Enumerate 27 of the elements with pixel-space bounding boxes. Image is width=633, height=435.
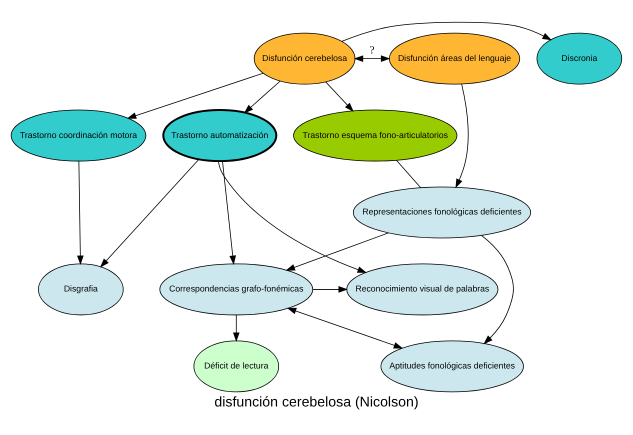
edge-label: ?: [370, 44, 375, 56]
arrow: [100, 158, 200, 268]
node-ellipse: Trastorno coordinación motora: [10, 109, 146, 161]
arrow: [286, 307, 404, 348]
node-ellipse: Disfunción cerebelosa: [254, 32, 356, 84]
node-ellipse: Disfunción áreas del lenguaje: [388, 32, 520, 84]
arrow: [233, 314, 240, 342]
arrow: [354, 54, 390, 62]
arrow: [244, 80, 281, 113]
node-ellipse: Disgrafia: [38, 263, 124, 315]
connector: [396, 160, 422, 188]
arrow: [455, 83, 469, 188]
node-ellipse: Déficit de lectura: [194, 340, 280, 392]
arrow: [325, 80, 354, 112]
arrow: [341, 21, 552, 42]
arrow: [222, 160, 236, 265]
arrow: [312, 286, 348, 292]
arrow: [218, 160, 367, 272]
node-ellipse: Reconocimiento visual de palabras: [346, 263, 498, 315]
arrow: [286, 232, 389, 270]
arrow: [126, 72, 264, 118]
node-ellipse: Trastorno automatización: [162, 108, 278, 162]
caption: disfunción cerebelosa (Nicolson): [214, 392, 419, 409]
arrow: [77, 160, 84, 265]
arrow: [481, 234, 514, 344]
node-ellipse: Trastorno esquema fono-articulatorios: [293, 109, 458, 161]
node-ellipse: Representaciones fonológicas deficientes: [352, 186, 532, 238]
